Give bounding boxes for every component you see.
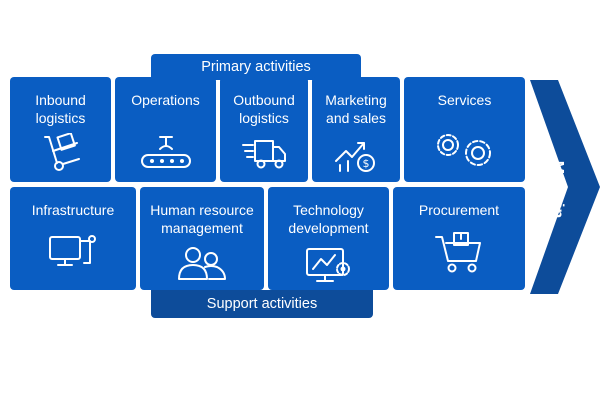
growth-dollar-icon: $ [335,142,375,172]
cell-label: Infrastructure [31,202,115,218]
cell-label: Outbound logistics [233,92,295,126]
support-activities-label: Support activities [206,296,318,312]
cell-technology-development: Technology development [268,187,389,290]
cell-services: Services [404,77,525,182]
cell-outbound-logistics: Outbound logistics [220,77,308,182]
cell-human-resource-management: Human resource management [140,187,264,290]
margin-arrow [530,80,600,294]
margin-label: Margin [537,150,577,230]
cell-inbound-logistics: Inbound logistics [10,77,111,182]
cell-label: Inbound logistics [35,92,86,126]
monitor-network-icon [49,235,96,266]
cell-label: Operations [131,92,200,108]
primary-activities-heading: Primary activities [151,54,361,80]
shopping-cart-icon [435,232,481,273]
cell-label: Procurement [418,202,500,218]
cell-infrastructure: Infrastructure [10,187,136,290]
support-activities-heading: Support activities [151,290,373,318]
gears-icon [436,134,491,166]
cell-marketing-and-sales: Marketing and sales $ [312,77,400,182]
margin-text: Margin [549,160,567,220]
delivery-truck-icon [242,140,286,169]
cell-procurement: Procurement [393,187,525,290]
cell-label: Services [437,92,492,108]
svg-text:$: $ [363,157,370,170]
people-icon [178,247,226,280]
cell-label: Human resource management [150,202,254,236]
cell-label: Marketing and sales [325,92,387,126]
primary-activities-label: Primary activities [201,59,311,75]
hand-truck-icon [43,133,80,171]
cell-label: Technology development [288,202,369,236]
cell-operations: Operations [115,77,216,182]
conveyor-robot-icon [140,136,191,168]
margin-arrow-shape [530,80,600,294]
monitor-chart-gear-icon [305,248,350,282]
